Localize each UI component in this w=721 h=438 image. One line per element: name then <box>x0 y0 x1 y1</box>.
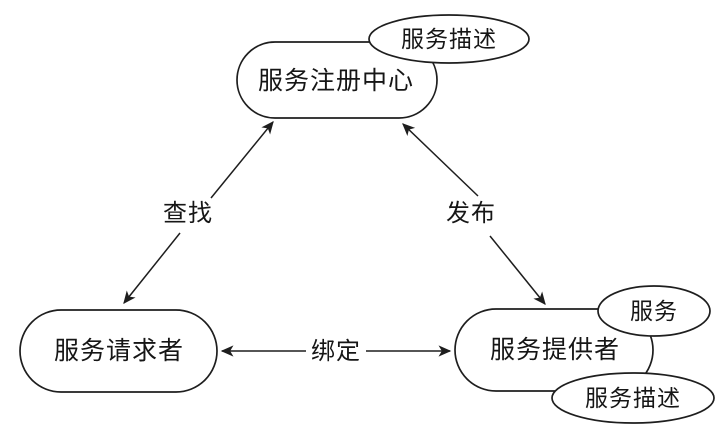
provider-description-label: 服务描述 <box>585 386 681 411</box>
node-requester: 服务请求者 <box>19 309 218 393</box>
provider-label: 服务提供者 <box>490 336 620 364</box>
edge-label-find: 查找 <box>163 200 213 227</box>
provider-service-label: 服务 <box>630 299 678 324</box>
provider-service-ellipse <box>597 285 711 337</box>
registry-label: 服务注册中心 <box>258 67 414 95</box>
publish-arrow-to-provider <box>489 235 546 305</box>
publish-arrow-to-registry <box>402 123 479 197</box>
find-arrow-to-registry <box>210 121 274 199</box>
edge-label-publish: 发布 <box>446 200 496 227</box>
registry-stadium <box>236 41 438 119</box>
edge-bind: 绑定 <box>220 338 452 365</box>
requester-stadium <box>19 309 218 393</box>
registry-description-ellipse <box>368 14 530 64</box>
edge-publish: 发布 <box>402 123 546 305</box>
node-provider: 服务 服务描述 服务提供者 <box>454 285 715 424</box>
requester-label: 服务请求者 <box>54 337 184 365</box>
node-registry: 服务描述 服务注册中心 <box>236 14 530 119</box>
edge-find: 查找 <box>123 121 274 304</box>
registry-description-label: 服务描述 <box>401 27 497 52</box>
find-arrow-to-requester <box>123 232 181 304</box>
provider-description-ellipse <box>551 372 715 424</box>
edge-label-bind: 绑定 <box>311 338 361 365</box>
